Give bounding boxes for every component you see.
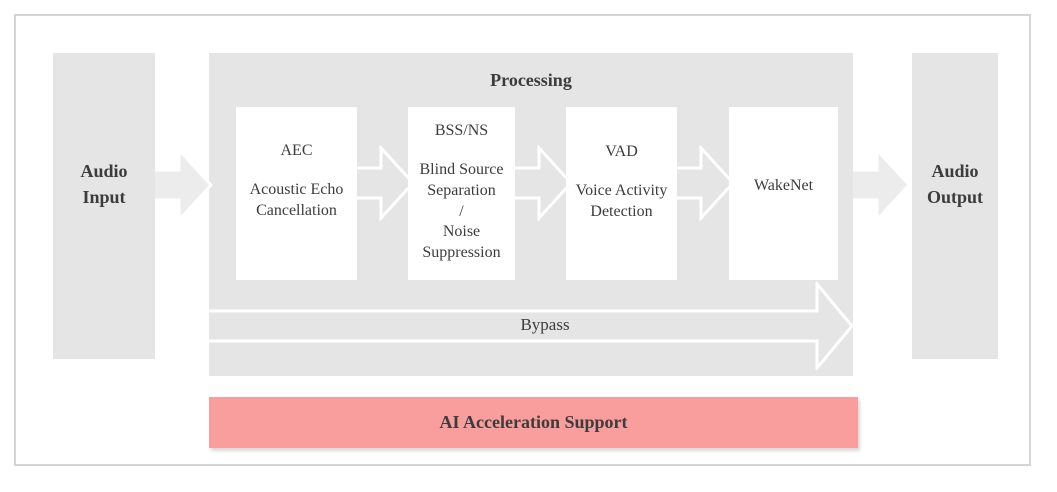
block-vad-subtitle: Voice Activity Detection [575,182,668,220]
audio-input-block: Audio Input [53,53,155,359]
block-vad-title: VAD [605,143,638,161]
block-bss-ns: BSS/NS Blind Source Separation / Noise S… [408,107,515,280]
bypass-arrow-icon [209,282,854,370]
flow-arrow-icon [155,147,213,223]
block-wakenet: WakeNet [729,107,838,280]
flow-arrow-icon [515,145,573,221]
audio-output-block: Audio Output [912,53,998,359]
flow-arrow-icon [853,147,911,223]
flow-arrow-icon [677,145,735,221]
block-bss-ns-subtitle: Blind Source Separation / Noise Suppress… [419,160,504,262]
bypass-label: Bypass [520,315,570,334]
block-aec-title: AEC [280,142,313,160]
block-wakenet-title: WakeNet [753,177,814,195]
ai-acceleration-bar: AI Acceleration Support [209,397,858,448]
block-vad: VAD Voice Activity Detection [566,107,677,280]
block-bss-ns-title: BSS/NS [434,122,489,140]
block-aec-subtitle: Acoustic Echo Cancellation [249,181,344,219]
diagram-frame [14,14,1031,466]
audio-output-label: Audio Output [926,160,984,207]
processing-title: Processing [490,70,572,90]
audio-input-label: Audio Input [80,160,128,207]
flow-arrow-icon [357,145,415,221]
block-aec: AEC Acoustic Echo Cancellation [236,107,357,280]
ai-acceleration-label: AI Acceleration Support [439,412,628,432]
